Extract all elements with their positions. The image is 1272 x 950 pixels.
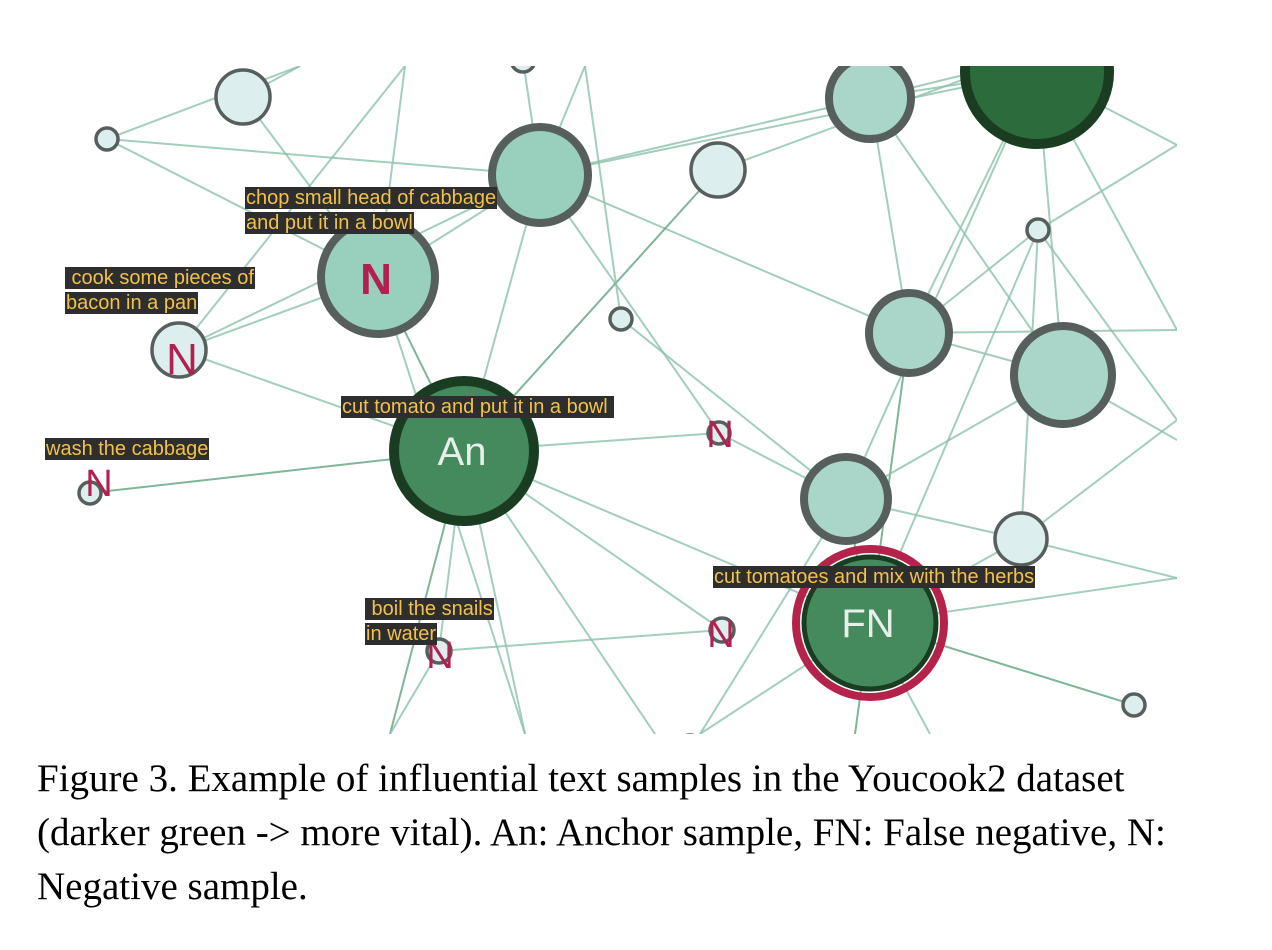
negative-marker: N xyxy=(706,414,733,456)
negative-marker: N xyxy=(360,255,392,304)
graph-edge xyxy=(699,498,847,734)
graph-node xyxy=(214,68,272,126)
graph-node xyxy=(1121,692,1147,718)
graph-edge xyxy=(389,650,440,734)
negative-marker: N xyxy=(85,463,112,505)
graph-node xyxy=(993,511,1049,567)
graph-edge xyxy=(845,71,1038,500)
graph-node xyxy=(800,453,892,545)
graph-edge xyxy=(869,97,1064,376)
graph-node xyxy=(865,289,953,377)
label-wash-cabbage: wash the cabbage xyxy=(45,438,210,460)
graph-edge xyxy=(539,71,1038,176)
graph-node xyxy=(960,66,1114,149)
negative-marker: N xyxy=(707,614,734,656)
graph-node xyxy=(708,616,736,644)
graph-node xyxy=(94,126,120,152)
graph-edge xyxy=(1037,229,1177,421)
graph-node xyxy=(488,123,592,227)
graph-node xyxy=(425,637,453,665)
graph-node xyxy=(1025,217,1051,243)
label-cut-tomatoes-herbs: cut tomatoes and mix with the herbs xyxy=(713,566,1036,588)
graph-edge xyxy=(539,174,720,434)
label-cut-tomato: cut tomato and put it in a bowl xyxy=(341,396,615,418)
graph-node xyxy=(510,66,536,74)
graph-edge xyxy=(1020,419,1177,540)
graph-edge xyxy=(106,138,541,176)
graph-node xyxy=(77,480,103,506)
graph-edge xyxy=(1037,144,1177,231)
graph-edge xyxy=(620,318,847,500)
graph-node xyxy=(706,420,732,446)
graph-edge xyxy=(539,174,910,334)
graph-edges xyxy=(89,66,1177,734)
graph-edge xyxy=(438,629,723,652)
anchor-tag: An xyxy=(438,430,487,474)
false-negative-tag: FN xyxy=(841,602,894,646)
graph-edge xyxy=(106,66,301,140)
graph-node xyxy=(608,306,634,332)
graph-edge xyxy=(539,97,871,176)
false-negative-ring xyxy=(792,545,948,701)
graph-node xyxy=(689,141,747,199)
figure-caption: Figure 3. Example of influential text sa… xyxy=(37,757,1166,908)
graph-node xyxy=(1010,322,1116,428)
graph-node xyxy=(825,66,915,143)
graph-node xyxy=(685,733,695,734)
graph-edge xyxy=(584,66,622,320)
negative-marker: N xyxy=(166,335,198,384)
graph-node xyxy=(150,321,208,379)
false-negative-node xyxy=(801,554,939,692)
